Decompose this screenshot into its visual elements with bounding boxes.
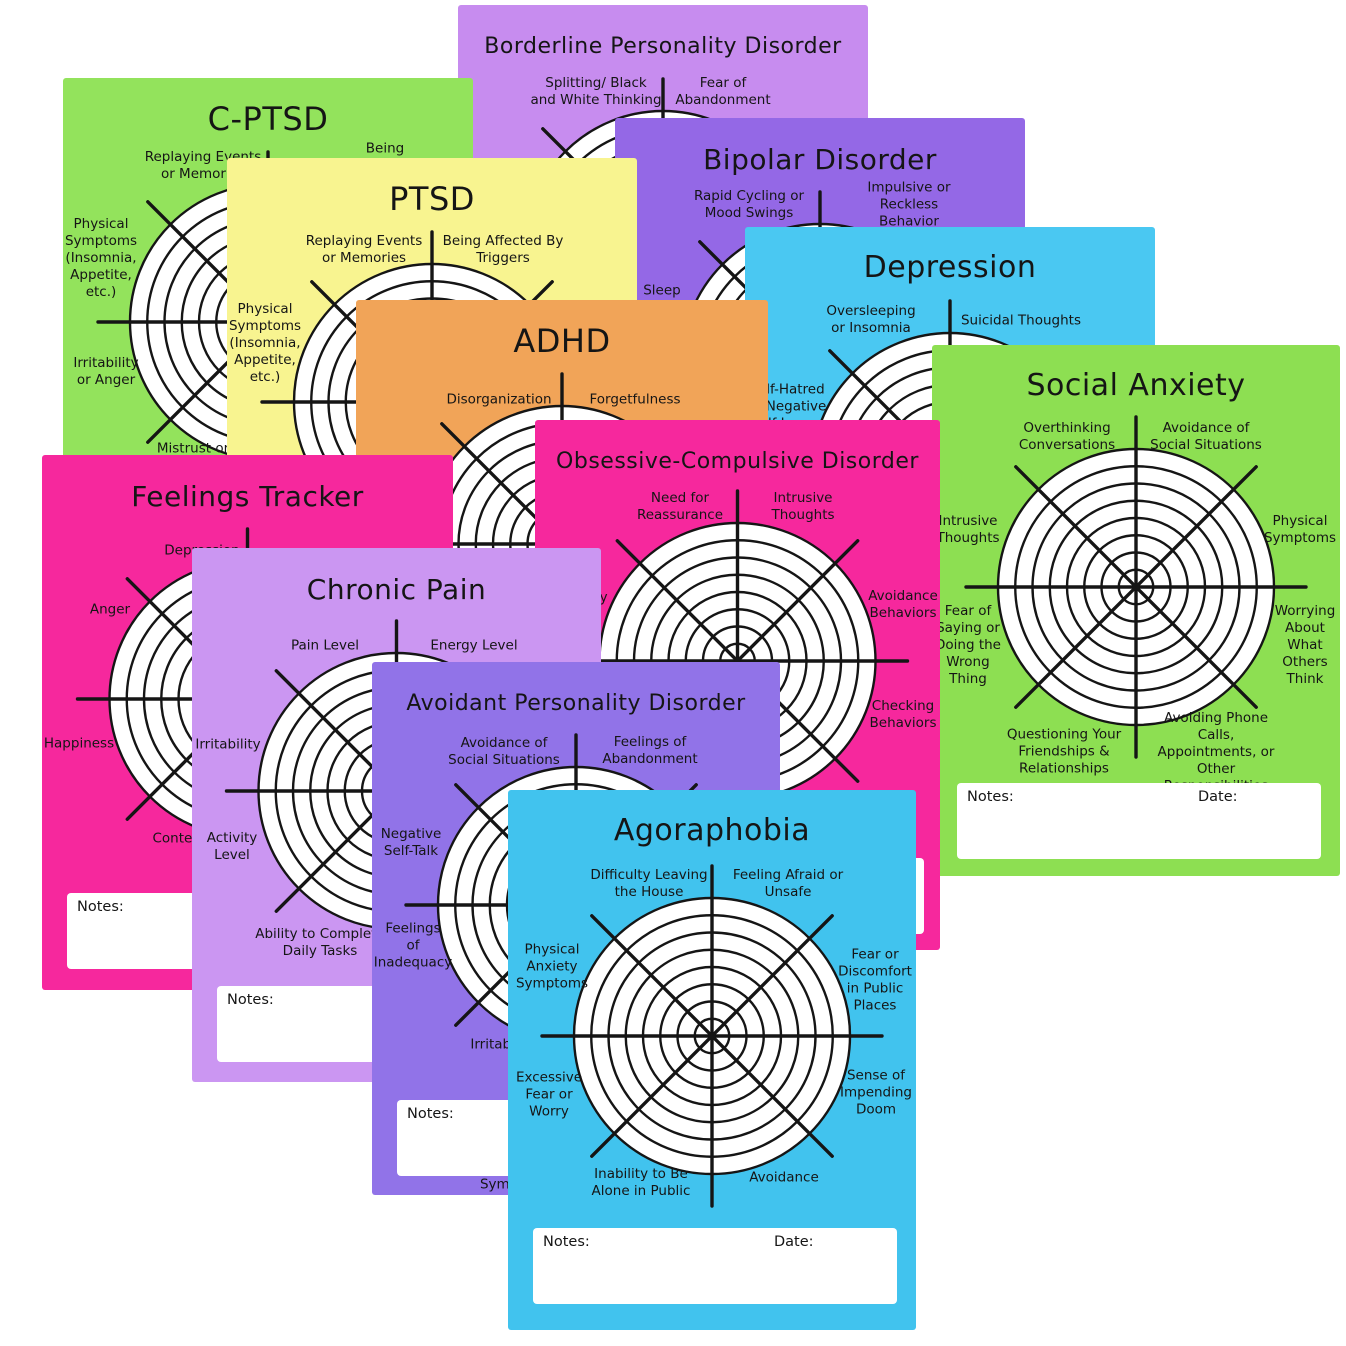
card-title: Avoidant Personality Disorder: [406, 691, 746, 717]
notes-label: Notes:: [407, 1106, 454, 1122]
spoke-label-top-right: Feeling Afraid or Unsafe: [732, 867, 844, 900]
spoke-label-lower-right: Worrying About What Others Think: [1274, 602, 1336, 687]
card-title: Feelings Tracker: [131, 479, 364, 513]
symptom-wheel: [964, 415, 1308, 759]
card-title: Borderline Personality Disorder: [484, 34, 842, 60]
spoke-label-top-right: Avoidance of Social Situations: [1150, 420, 1262, 453]
wheel-center-dot: [708, 1032, 716, 1040]
spoke-label-top-right: Fear of Abandonment: [675, 75, 771, 108]
spoke-label-top-left: Oversleeping or Insomnia: [826, 303, 916, 336]
spoke-label-upper-right: Physical Symptoms: [1263, 513, 1337, 546]
symptom-wheel: [540, 864, 884, 1208]
spoke-label-top-left: Avoidance of Social Situations: [448, 735, 560, 768]
spoke-label-lower-left: Activity Level: [206, 830, 258, 863]
spoke-label-top-left: Replaying Events or Memories: [305, 233, 423, 266]
spoke-label-upper-left: Physical Symptoms (Insomnia, Appetite, e…: [228, 300, 302, 385]
date-label: Date:: [774, 1234, 814, 1250]
spoke-label-lower-left: Fear of Saying or Doing the Wrong Thing: [935, 602, 1001, 687]
spoke-label-top-right: Suicidal Thoughts: [960, 312, 1082, 329]
spoke-label-upper-left: Physical Anxiety Symptoms: [515, 941, 589, 992]
spoke-label-upper-right: Fear or Discomfort in Public Places: [838, 946, 912, 1013]
spoke-label-bottom-left: Inability to Be Alone in Public: [591, 1166, 691, 1199]
spoke-label-upper-left: Intrusive Thoughts: [936, 513, 1000, 546]
spoke-label-top-left: Pain Level: [290, 637, 360, 654]
spoke-label-bottom-left: Questioning Your Friendships & Relations…: [1006, 726, 1122, 777]
notes-label: Notes:: [227, 992, 274, 1008]
notes-label: Notes:: [77, 899, 124, 915]
spoke-label-upper-left: Anger: [89, 601, 131, 618]
spoke-label-bottom-right: Avoidance: [749, 1169, 819, 1186]
spoke-label-upper-left: Physical Symptoms (Insomnia, Appetite, e…: [64, 215, 138, 300]
spoke-label-top-right: Energy Level: [430, 637, 518, 654]
spoke-label-top-left: Disorganization: [446, 391, 552, 408]
card-title: C-PTSD: [207, 99, 329, 138]
card-title: Obsessive-Compulsive Disorder: [556, 449, 919, 475]
date-label: Date:: [1198, 789, 1238, 805]
spoke-label-bottom-left: Ability to Complete Daily Tasks: [255, 926, 385, 959]
spoke-label-top-right: Feelings of Abandonment: [602, 734, 698, 767]
notes-box: [957, 783, 1321, 859]
spoke-label-lower-left: Feelings of Inadequacy: [373, 920, 453, 971]
spoke-label-lower-right: Sense of Impending Doom: [839, 1067, 913, 1118]
notes-label: Notes:: [967, 789, 1014, 805]
spoke-label-top-right: Being Affected By Triggers: [442, 233, 564, 266]
spoke-label-upper-left: Negative Self-Talk: [380, 826, 442, 859]
notes-label: Notes:: [543, 1234, 590, 1250]
card-title: Social Anxiety: [1026, 368, 1246, 404]
card-title: Chronic Pain: [306, 572, 487, 606]
spoke-label-lower-left: Excessive Fear or Worry: [515, 1069, 583, 1120]
spoke-label-top-left: Need for Reassurance: [636, 490, 724, 523]
spoke-label-bottom-right: Avoiding Phone Calls, Appointments, or O…: [1157, 709, 1275, 794]
spoke-label-top-right: Impulsive or Reckless Behavior: [867, 179, 951, 230]
spoke-label-upper-left: Irritability: [195, 736, 261, 753]
spoke-label-top-right: Forgetfulness: [589, 391, 681, 408]
spoke-label-top-right: Intrusive Thoughts: [771, 490, 835, 523]
spoke-label-top-left: Difficulty Leaving the House: [590, 867, 708, 900]
spoke-label-top-left: Splitting/ Black and White Thinking: [530, 75, 662, 108]
spoke-label-lower-left: Irritability or Anger: [73, 355, 139, 388]
wheel-center-dot: [1132, 583, 1140, 591]
spoke-label-bottom-left: Mistrust or: [156, 440, 230, 457]
card-title: Bipolar Disorder: [703, 142, 937, 176]
spoke-label-upper-left: Sleep: [643, 282, 681, 299]
spoke-label-lower-right: Checking Behaviors: [869, 698, 937, 731]
notes-box: [533, 1228, 897, 1304]
card-title: ADHD: [513, 321, 611, 360]
card-title: Depression: [863, 250, 1037, 286]
spoke-label-top-left: Rapid Cycling or Mood Swings: [693, 188, 805, 221]
spoke-label-lower-left: Happiness: [43, 735, 115, 752]
spoke-label-top-left: Overthinking Conversations: [1018, 420, 1116, 453]
card-title: PTSD: [389, 179, 475, 218]
spoke-label-upper-right: Avoidance Behaviors: [868, 588, 938, 621]
card-title: Agoraphobia: [613, 813, 811, 849]
